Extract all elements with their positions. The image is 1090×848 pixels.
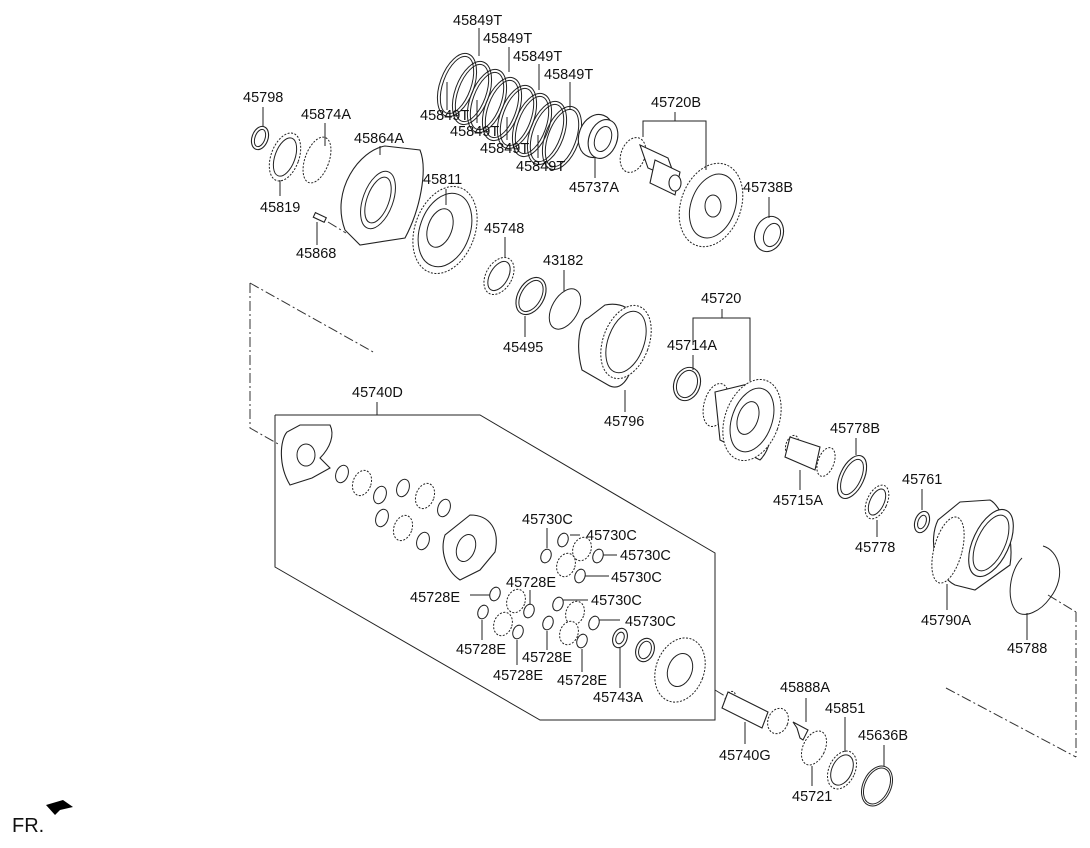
- part-label[interactable]: 45728E: [522, 650, 572, 666]
- part-label[interactable]: 45761: [902, 472, 942, 488]
- part-label[interactable]: 45743A: [593, 690, 643, 706]
- part-label[interactable]: 45728E: [506, 575, 556, 591]
- bearing-45737A: [577, 113, 619, 178]
- part-label[interactable]: 43182: [543, 253, 583, 269]
- part-label[interactable]: 45849T: [420, 108, 469, 124]
- part-label[interactable]: 45778: [855, 540, 895, 556]
- thrust-washers-group: [483, 237, 582, 337]
- part-label[interactable]: 45730C: [522, 512, 573, 528]
- gear-45811: [412, 185, 478, 275]
- part-label[interactable]: 45715A: [773, 493, 823, 509]
- part-label[interactable]: 45849T: [480, 141, 529, 157]
- part-label[interactable]: 45849T: [516, 159, 565, 175]
- part-label[interactable]: 45748: [484, 221, 524, 237]
- guide-lines: [249, 282, 1077, 758]
- part-label[interactable]: 45790A: [921, 613, 971, 629]
- part-label[interactable]: 45737A: [569, 180, 619, 196]
- bearing-45738B: [753, 197, 785, 253]
- shaft-gear-45720B: [619, 112, 744, 248]
- part-label[interactable]: 45864A: [354, 131, 404, 147]
- part-label[interactable]: 45721: [792, 789, 832, 805]
- part-label[interactable]: 45728E: [456, 642, 506, 658]
- ring-drum-group: [913, 489, 1061, 640]
- friction-disc-rings: [436, 52, 583, 171]
- part-label[interactable]: 45728E: [410, 590, 460, 606]
- part-label[interactable]: 45778B: [830, 421, 880, 437]
- part-label[interactable]: 45819: [260, 200, 300, 216]
- drum-45796: [578, 303, 652, 412]
- part-label[interactable]: 45740G: [719, 748, 771, 764]
- part-label[interactable]: 45714A: [667, 338, 717, 354]
- part-label[interactable]: 45636B: [858, 728, 908, 744]
- part-label[interactable]: 45720B: [651, 95, 701, 111]
- sun-gear-group: [784, 434, 890, 537]
- part-label[interactable]: 45811: [423, 172, 462, 188]
- part-label[interactable]: 45798: [243, 90, 283, 106]
- part-label[interactable]: 45495: [503, 340, 543, 356]
- part-label[interactable]: 45730C: [591, 593, 642, 609]
- part-label[interactable]: 45849T: [453, 13, 502, 29]
- part-label[interactable]: 45868: [296, 246, 336, 262]
- part-label[interactable]: 45849T: [544, 67, 593, 83]
- housing-45864A: [312, 145, 424, 246]
- part-label[interactable]: 45728E: [557, 673, 607, 689]
- part-label[interactable]: 45849T: [450, 124, 499, 140]
- direction-arrow-icon: [46, 800, 73, 815]
- part-label[interactable]: 45851: [825, 701, 865, 717]
- part-label[interactable]: 45796: [604, 414, 644, 430]
- pinion-gears: [470, 528, 706, 703]
- part-label[interactable]: 45849T: [513, 49, 562, 65]
- part-label[interactable]: 45730C: [625, 614, 676, 630]
- part-label[interactable]: 45888A: [780, 680, 830, 696]
- leaders-45849T: [446, 28, 571, 158]
- rings-left-group: [250, 107, 332, 196]
- carrier-assembly-box: [274, 402, 716, 721]
- part-label[interactable]: 45740D: [352, 385, 403, 401]
- part-label[interactable]: 45874A: [301, 107, 351, 123]
- carrier-contents: [280, 424, 497, 581]
- part-label[interactable]: 45720: [701, 291, 741, 307]
- part-labels: 45849T 45849T 45849T 45849T 45849T 45849…: [243, 13, 1047, 805]
- part-label[interactable]: 45728E: [493, 668, 543, 684]
- planetary-45720: [672, 309, 782, 462]
- part-label[interactable]: 45730C: [611, 570, 662, 586]
- front-direction-indicator: FR.: [12, 800, 73, 837]
- part-label[interactable]: 45730C: [620, 548, 671, 564]
- front-label: FR.: [12, 815, 44, 837]
- part-label[interactable]: 45849T: [483, 31, 532, 47]
- part-label[interactable]: 45730C: [586, 528, 637, 544]
- part-label[interactable]: 45788: [1007, 641, 1047, 657]
- output-shaft-group: [721, 690, 893, 807]
- part-label[interactable]: 45738B: [743, 180, 793, 196]
